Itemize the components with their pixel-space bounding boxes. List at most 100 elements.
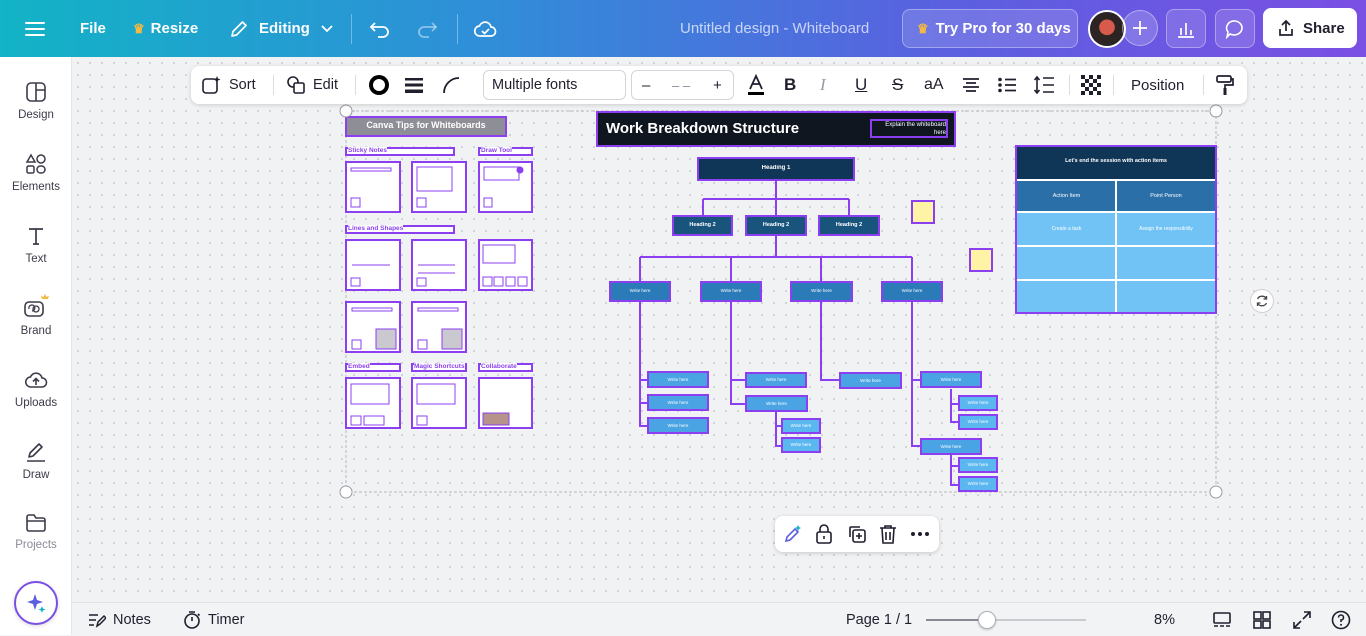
invite-button[interactable] <box>1122 10 1158 46</box>
wbs-item[interactable]: Write here <box>940 444 962 449</box>
undo-button[interactable] <box>369 0 391 57</box>
action-table <box>1015 145 1217 314</box>
wbs-item[interactable]: Write here <box>629 288 651 293</box>
duplicate-button[interactable] <box>847 516 867 552</box>
sidebar-item-brand[interactable]: Brand <box>0 293 72 353</box>
spacing-button[interactable] <box>1033 66 1055 104</box>
timer-button[interactable]: Timer <box>183 603 245 636</box>
document-title[interactable]: Untitled design - Whiteboard <box>680 20 870 37</box>
page-indicator[interactable]: Page 1 / 1 <box>846 611 913 628</box>
sidebar-item-elements[interactable]: Elements <box>0 153 72 213</box>
resize-label: Resize <box>150 20 199 37</box>
align-button[interactable] <box>961 66 981 104</box>
redo-icon <box>418 21 438 38</box>
corner-rounding-button[interactable] <box>441 66 461 104</box>
file-menu[interactable]: File <box>80 20 106 37</box>
grid-icon <box>1253 610 1271 629</box>
more-options-button[interactable] <box>910 516 930 552</box>
redo-button[interactable] <box>416 0 438 57</box>
save-status-button[interactable] <box>473 0 497 57</box>
color-button[interactable] <box>367 66 391 104</box>
wbs-heading-2[interactable]: Heading 2 <box>689 222 716 228</box>
zoom-slider-thumb[interactable] <box>977 611 996 629</box>
resize-button[interactable]: ♛ Resize <box>133 0 198 57</box>
wbs-item[interactable]: Write here <box>667 423 689 428</box>
wbs-explain[interactable]: Explain the whiteboard here <box>885 122 946 136</box>
font-size-decrease-button[interactable]: – <box>642 76 651 94</box>
insights-button[interactable] <box>1166 9 1206 48</box>
notes-icon <box>89 613 106 628</box>
sidebar-item-draw[interactable]: Draw <box>0 441 72 501</box>
rotate-handle[interactable] <box>1250 289 1274 313</box>
hamburger-icon <box>25 21 45 36</box>
action-table-cell[interactable]: Create a task <box>1051 226 1082 232</box>
wbs-item[interactable]: Write here <box>720 288 742 293</box>
magic-assistant-button[interactable] <box>14 581 58 625</box>
grid-view-button[interactable] <box>1253 603 1271 636</box>
sidebar-item-text[interactable]: Text <box>0 225 72 285</box>
copy-style-button[interactable] <box>1215 66 1235 104</box>
sidebar-item-projects[interactable]: Projects <box>0 513 72 573</box>
edit-shape-button[interactable]: Edit <box>286 66 338 104</box>
wbs-item[interactable]: Write here <box>790 442 812 447</box>
text-color-button[interactable] <box>746 66 766 104</box>
help-button[interactable] <box>1331 603 1351 636</box>
wbs-heading-1[interactable]: Heading 1 <box>761 165 791 171</box>
avatar[interactable] <box>1088 10 1126 48</box>
rotate-icon <box>1256 295 1268 307</box>
lock-button[interactable] <box>815 516 833 552</box>
wbs-item[interactable]: Write here <box>940 377 962 382</box>
underline-button[interactable]: U <box>855 66 867 104</box>
menu-button[interactable] <box>25 0 45 57</box>
notes-button[interactable]: Notes <box>88 603 151 636</box>
wbs-item[interactable]: Write here <box>790 423 812 428</box>
transparency-button[interactable] <box>1081 66 1101 104</box>
text-color-icon <box>748 74 764 95</box>
font-family-select[interactable]: Multiple fonts <box>483 70 626 100</box>
whiteboard-canvas[interactable] <box>72 57 1366 602</box>
wbs-item[interactable]: Write here <box>901 288 923 293</box>
wbs-item[interactable]: Write here <box>811 288 832 293</box>
wbs-item[interactable]: Write here <box>766 401 787 406</box>
try-pro-button[interactable]: ♛ Try Pro for 30 days <box>902 9 1078 48</box>
position-button[interactable]: Position <box>1131 76 1185 94</box>
fullscreen-button[interactable] <box>1293 603 1311 636</box>
letter-case-button[interactable]: aA <box>924 66 944 104</box>
zoom-level[interactable]: 8% <box>1154 611 1175 628</box>
editing-mode-button[interactable]: Editing <box>229 0 334 57</box>
delete-button[interactable] <box>879 516 897 552</box>
action-table-title[interactable]: Let's end the session with action items <box>1065 158 1167 164</box>
font-size-value[interactable]: – – <box>672 77 691 93</box>
wbs-item[interactable]: Write here <box>765 377 787 382</box>
font-size-increase-button[interactable]: + <box>713 76 722 94</box>
border-weight-button[interactable] <box>404 66 424 104</box>
wbs-heading-2[interactable]: Heading 2 <box>762 222 790 228</box>
strikethrough-button[interactable]: S <box>892 66 903 104</box>
sidebar-item-uploads[interactable]: Uploads <box>0 369 72 429</box>
tips-embed: Embed <box>348 363 370 370</box>
italic-button[interactable]: I <box>820 66 826 104</box>
pages-view-button[interactable] <box>1212 603 1232 636</box>
magic-edit-button[interactable] <box>783 516 803 552</box>
action-table-col-action[interactable]: Action Item <box>1052 193 1081 199</box>
wbs-item[interactable]: Write here <box>967 419 989 424</box>
action-table-cell[interactable]: Assign the responsibility <box>1139 226 1193 232</box>
bold-button[interactable]: B <box>784 66 796 104</box>
wbs-item[interactable]: Write here <box>860 378 881 383</box>
wbs-heading-2[interactable]: Heading 2 <box>835 222 863 228</box>
wbs-item[interactable]: Write here <box>967 400 989 405</box>
wbs-title[interactable]: Work Breakdown Structure <box>606 120 800 137</box>
action-table-col-person[interactable]: Point Person <box>1150 193 1182 199</box>
share-button[interactable]: Share <box>1263 8 1357 48</box>
list-button[interactable] <box>997 66 1017 104</box>
zoom-slider[interactable] <box>926 611 1086 629</box>
wbs-item[interactable]: Write here <box>667 400 689 405</box>
wbs-item[interactable]: Write here <box>967 462 989 467</box>
wbs-item[interactable]: Write here <box>667 377 689 382</box>
sidebar-item-design[interactable]: Design <box>0 81 72 141</box>
wbs-item[interactable]: Write here <box>967 481 989 486</box>
sort-button[interactable]: Sort <box>201 66 256 104</box>
plus-icon <box>1133 21 1147 35</box>
comments-button[interactable] <box>1215 9 1255 48</box>
sparkle-icon <box>27 594 46 613</box>
